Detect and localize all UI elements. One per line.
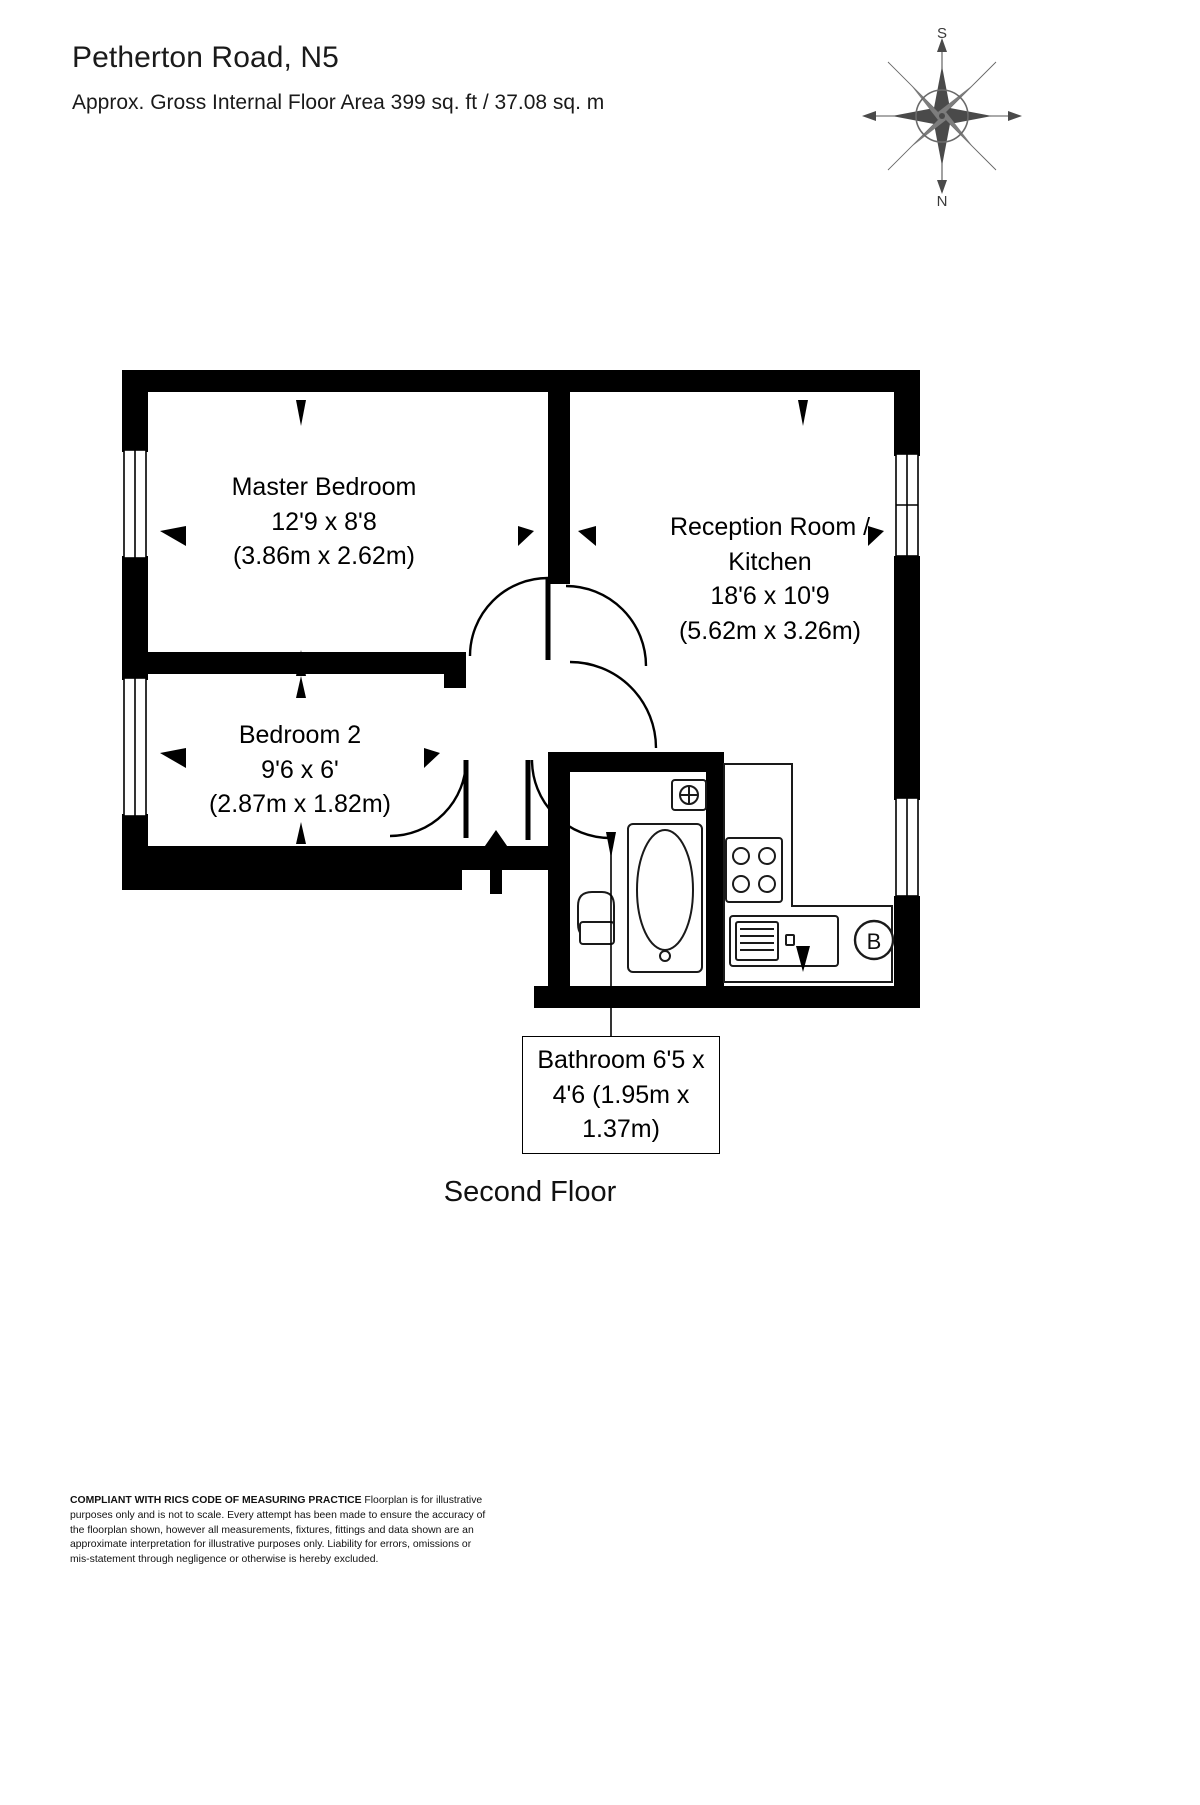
bathroom-fixtures: [577, 779, 707, 973]
door-swings: [389, 576, 658, 840]
walls: [122, 370, 920, 1008]
room-name: Bathroom: [537, 1046, 646, 1074]
room-name-line2: Kitchen: [728, 547, 812, 576]
room-dimensions-imperial: 18'6 x 10'9: [710, 582, 830, 610]
compass-south-label: S: [937, 26, 947, 42]
disclaimer-line-3: the floorplan shown, however all measure…: [70, 1524, 474, 1536]
dimension-arrows: [160, 400, 884, 858]
room-name: Reception Room /: [669, 513, 871, 541]
disclaimer-line-5: mis-statement through negligence or othe…: [70, 1554, 379, 1566]
room-label-bedroom-2: Bedroom 2 9'6 x 6' (2.87m x 1.82m): [130, 718, 470, 822]
room-dimensions-imperial: 12'9 x 8'8: [271, 507, 377, 536]
room-label-master-bedroom: Master Bedroom 12'9 x 8'8 (3.86m x 2.62m…: [154, 470, 494, 574]
disclaimer-line-4: approximate interpretation for illustrat…: [70, 1539, 472, 1551]
boiler-marker: B: [853, 919, 895, 961]
room-label-reception-kitchen: Reception Room / Kitchen 18'6 x 10'9 (5.…: [600, 510, 940, 648]
disclaimer-footer: COMPLIANT WITH RICS CODE OF MEASURING PR…: [70, 1494, 540, 1568]
room-dimensions-metric: (5.62m x 3.26m): [678, 616, 861, 645]
page-title: Petherton Road, N5: [72, 41, 339, 74]
header-block: Petherton Road, N5 Approx. Gross Interna…: [72, 40, 832, 115]
room-dimensions-metric: (3.86m x 2.62m): [232, 542, 415, 570]
room-dimensions-metric: (1.95m x 1.37m): [582, 1080, 690, 1144]
floor-area-subtitle: Approx. Gross Internal Floor Area 399 sq…: [72, 91, 605, 114]
room-name: Bedroom 2: [238, 721, 362, 749]
svg-text:B: B: [867, 929, 882, 954]
disclaimer-line-1: Floorplan is for illustrative: [361, 1495, 483, 1506]
room-label-bathroom: Bathroom 6'5 x 4'6 (1.95m x 1.37m): [522, 1036, 720, 1154]
room-dimensions-imperial: 6'5 x 4'6: [552, 1046, 705, 1109]
entry-arrow: [478, 830, 514, 894]
kitchen-detail-arrow: [796, 946, 810, 972]
compass-north-label: N: [937, 193, 948, 206]
kitchen-fixtures: [723, 763, 893, 983]
disclaimer-line-2: purposes only and is not to scale. Every…: [70, 1509, 486, 1521]
room-name: Master Bedroom: [231, 473, 417, 501]
room-dimensions-metric: (2.87m x 1.82m): [208, 790, 391, 818]
disclaimer-lead: COMPLIANT WITH RICS CODE OF MEASURING PR…: [70, 1495, 362, 1506]
compass-rose: S N: [852, 25, 1032, 210]
room-dimensions-imperial: 9'6 x 6': [261, 755, 339, 784]
floor-title: Second Floor: [443, 1176, 617, 1208]
windows: [123, 449, 919, 897]
